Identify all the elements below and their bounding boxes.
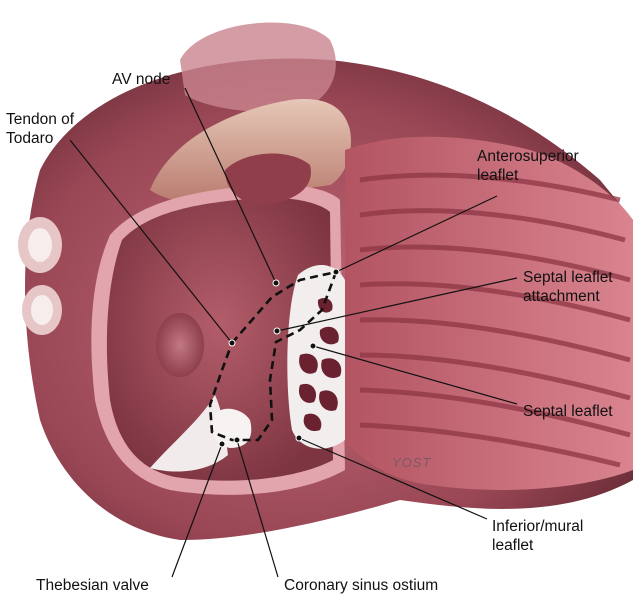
label-septal-leaflet: Septal leaflet: [523, 403, 613, 420]
label-thebesian-valve: Thebesian valve: [36, 577, 149, 594]
label-tendon-of-todaro: Tendon of Todaro: [6, 111, 75, 147]
atrial-chamber: [106, 197, 333, 481]
label-inferior-mural-leaflet: Inferior/mural leaflet: [492, 518, 584, 554]
label-anterosuperior-leaflet: Anterosuperior leaflet: [477, 148, 579, 184]
superior-vessel: [180, 22, 336, 112]
label-av-node: AV node: [112, 71, 171, 88]
pectinate-recess: [225, 153, 311, 205]
fossa-ovalis: [156, 313, 204, 377]
artist-signature: YOST: [392, 455, 432, 470]
triangle-of-koch-outline: [208, 270, 339, 442]
coronary-sinus-opening: [211, 408, 252, 448]
anchor-dots: [218, 268, 340, 448]
label-septal-leaflet-attachment: Septal leaflet attachment: [523, 269, 613, 305]
trabeculae: [359, 172, 631, 468]
vessel-rings: [18, 217, 62, 335]
thebesian-valve-tissue: [150, 395, 228, 472]
label-coronary-sinus-ostium: Coronary sinus ostium: [284, 577, 439, 594]
leader-lines: [69, 87, 518, 578]
